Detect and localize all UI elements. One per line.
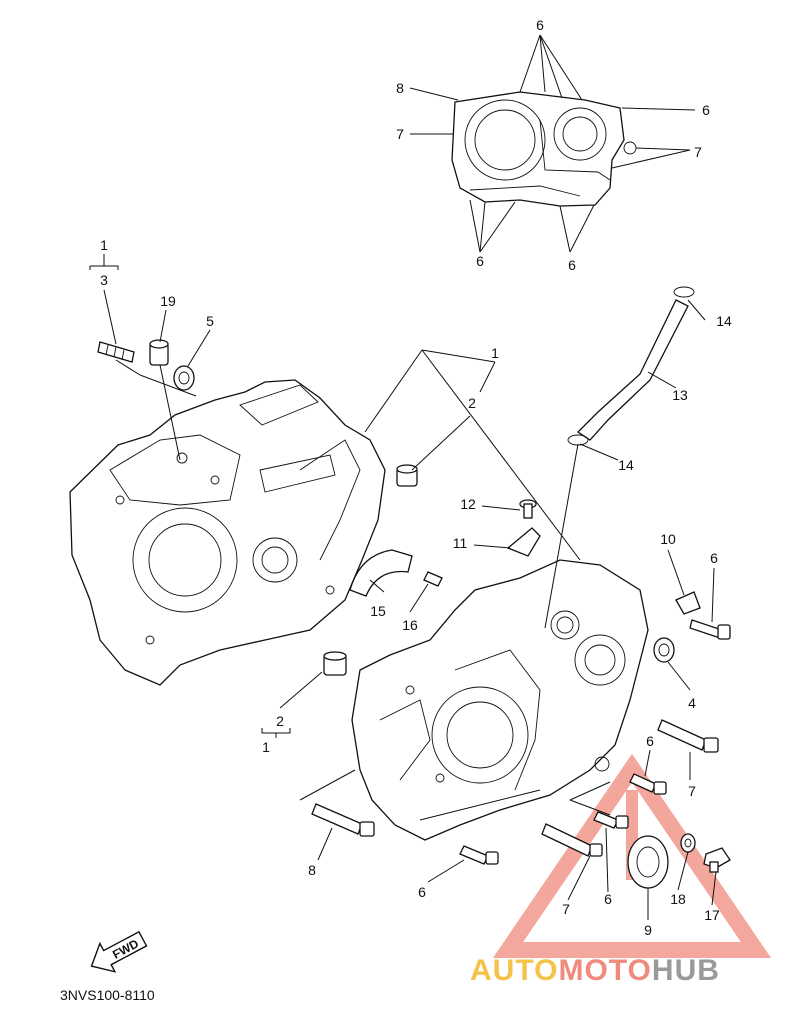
stud-bolt (97, 341, 135, 363)
callout-17: 17 (704, 907, 720, 923)
gasket-callout-8: 8 (396, 80, 404, 96)
bracket-10 (675, 591, 701, 615)
callout-15: 15 (370, 603, 386, 619)
watermark-part-auto: AUTO (470, 954, 558, 987)
screw-12 (519, 499, 537, 519)
callout-4: 4 (688, 695, 696, 711)
callout-2-mid: 2 (468, 395, 476, 411)
oil-seal-4 (653, 637, 675, 663)
gasket-callout-6-bottom-right: 6 (568, 257, 576, 273)
gasket-callout-6-bottom-left: 6 (476, 253, 484, 269)
callouts: 1 3 19 5 1 2 14 13 14 12 11 10 6 15 16 4… (100, 17, 732, 938)
drain-plug-17 (703, 847, 731, 873)
callout-5: 5 (206, 313, 214, 329)
diagram-code: 3NVS100-8110 (60, 987, 155, 1003)
callout-14-low: 14 (618, 457, 634, 473)
dowel-pin-upper (396, 464, 418, 487)
bracket-11 (506, 527, 541, 557)
callout-8-bottom: 8 (308, 862, 316, 878)
screw-16 (423, 571, 443, 587)
crankcase-gasket (451, 91, 637, 207)
gasket-leader-lines (409, 34, 696, 253)
callout-1-low: 1 (262, 739, 270, 755)
bolt-6-under (593, 811, 629, 829)
guide-15 (349, 549, 413, 597)
callout-14-top: 14 (716, 313, 732, 329)
callout-6-c: 6 (604, 891, 612, 907)
gasket-callout-7-right: 7 (694, 144, 702, 160)
bolt-6-lower (459, 845, 499, 865)
callout-7-a: 7 (688, 783, 696, 799)
forward-arrow-icon: FWD (90, 930, 148, 973)
plug-19 (149, 339, 169, 366)
leader-lines (89, 254, 717, 920)
dowel-pin-lower (323, 651, 347, 676)
callout-6-a: 6 (646, 733, 654, 749)
bolt-6-small (629, 773, 667, 795)
crankcase-left-half (69, 379, 386, 686)
callout-9: 9 (644, 922, 652, 938)
hose-clip-lower (567, 434, 589, 446)
callout-7-b: 7 (562, 901, 570, 917)
breather-hose-13 (576, 299, 689, 441)
crankcase-right-half (351, 559, 649, 841)
bolt-8 (311, 803, 375, 837)
callout-10: 10 (660, 531, 676, 547)
callout-18: 18 (670, 891, 686, 907)
bolt-6-right (689, 619, 731, 640)
gasket-callout-6-right: 6 (702, 102, 710, 118)
bolt-7-long (657, 719, 719, 753)
washer-18 (680, 833, 696, 853)
callout-11: 11 (453, 535, 468, 551)
callout-13: 13 (672, 387, 688, 403)
bolt-7-lower (541, 823, 603, 857)
hose-clip-upper (673, 286, 695, 298)
callout-2-low: 2 (276, 713, 284, 729)
gasket-callout-6-top: 6 (536, 17, 544, 33)
callout-16: 16 (402, 617, 418, 633)
svg-text:AUTOMOTOHUB: AUTOMOTOHUB (470, 954, 720, 987)
watermark-part-moto: MOTO (558, 954, 651, 987)
oil-seal-9 (627, 835, 669, 889)
callout-3-top: 3 (100, 272, 108, 288)
oil-seal-5 (173, 365, 195, 391)
gasket-callout-7-left: 7 (396, 126, 404, 142)
callout-12: 12 (460, 496, 476, 512)
watermark-part-hub: HUB (652, 954, 720, 987)
callout-6-b: 6 (418, 884, 426, 900)
watermark-logo: AUTOMOTOHUB (470, 954, 720, 987)
callout-1-top: 1 (100, 237, 108, 253)
callout-1-mid: 1 (491, 345, 499, 361)
callout-19: 19 (160, 293, 176, 309)
callout-6-right: 6 (710, 550, 718, 566)
